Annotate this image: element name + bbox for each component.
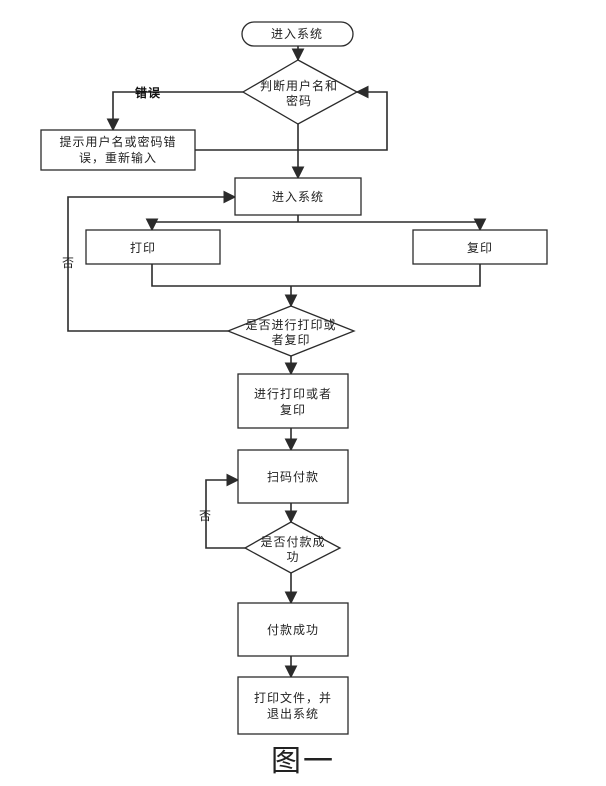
node-check-user xyxy=(241,59,359,125)
edge-label-error: 错误 xyxy=(135,85,161,100)
node-copy xyxy=(412,229,548,265)
node-print-label: 打印 xyxy=(130,241,156,255)
node-prompt-error-label-1: 提示用户名或密码错 xyxy=(59,134,176,149)
node-print xyxy=(85,229,221,265)
node-do-print xyxy=(237,373,349,429)
node-prompt-error-label-2: 误，重新输入 xyxy=(79,150,157,165)
edge-label-no-pay: 否 xyxy=(199,509,212,523)
edge-copy-merge xyxy=(291,264,481,287)
node-start-label: 进入系统 xyxy=(271,27,323,41)
node-decide-print-label-1: 是否进行打印或 xyxy=(245,318,336,332)
edge-decide-no-loop xyxy=(67,190,237,332)
node-copy-label: 复印 xyxy=(467,241,493,255)
edge-print-merge xyxy=(151,264,291,287)
edge-label-no-print: 否 xyxy=(62,256,75,270)
edge-enter-to-print xyxy=(145,218,298,232)
node-decide-print-label-2: 者复印 xyxy=(271,333,310,347)
node-pay-success-label: 付款成功 xyxy=(267,623,319,637)
node-do-print-label-1: 进行打印或者 xyxy=(254,387,332,401)
node-pay-success xyxy=(237,602,349,657)
node-print-exit xyxy=(237,676,349,735)
node-check-user-label-2: 密码 xyxy=(286,93,312,108)
node-decide-pay-label-2: 功 xyxy=(286,550,299,564)
node-print-exit-label-2: 退出系统 xyxy=(267,707,319,721)
node-scan-pay xyxy=(237,449,349,504)
node-decide-print xyxy=(226,305,356,357)
edge-enter-to-copy xyxy=(298,218,487,232)
node-check-user-label-1: 判断用户名和 xyxy=(260,78,338,93)
figure-caption: 图一 xyxy=(271,744,335,779)
edge-pay-no-loop xyxy=(205,473,245,549)
node-print-exit-label-1: 打印文件，并 xyxy=(254,690,332,705)
node-enter-system-label: 进入系统 xyxy=(272,190,324,204)
node-decide-pay xyxy=(243,521,342,574)
node-scan-pay-label: 扫码付款 xyxy=(267,470,319,484)
node-start xyxy=(241,21,354,47)
edge-check-to-error xyxy=(106,91,243,132)
node-prompt-error xyxy=(40,129,196,171)
edge-error-loop-back xyxy=(195,85,388,151)
node-do-print-label-2: 复印 xyxy=(280,403,306,417)
node-enter-system xyxy=(234,177,362,216)
node-decide-pay-label-1: 是否付款成 xyxy=(260,535,325,549)
